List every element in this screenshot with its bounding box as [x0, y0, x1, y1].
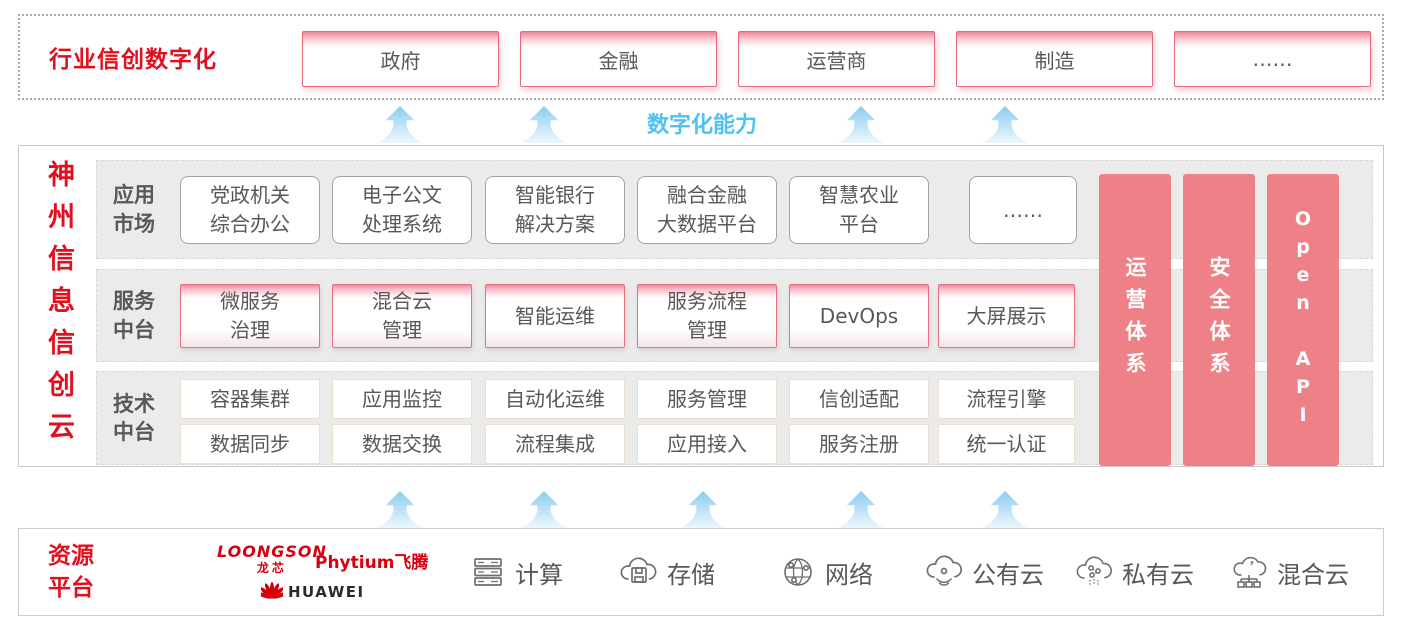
service-platform-label: 服务 中台 — [113, 289, 155, 342]
tech-box: 应用接入 — [637, 424, 777, 464]
resource-item-label: 混合云 — [1277, 560, 1349, 589]
resource-item-label: 私有云 — [1122, 560, 1194, 589]
industry-banner-title: 行业信创数字化 — [49, 47, 217, 73]
up-arrow-icon — [521, 491, 567, 529]
phytium-logo: Phytium飞腾 — [315, 548, 428, 573]
tech-box: 统一认证 — [938, 424, 1075, 464]
capability-label: 数字化能力 — [646, 113, 757, 138]
public-cloud-icon — [924, 553, 964, 591]
industry-box-government: 政府 — [302, 31, 499, 87]
industry-box-more: …… — [1174, 31, 1371, 87]
industry-box-manufacturing: 制造 — [956, 31, 1153, 87]
app-box: 智慧农业 平台 — [789, 176, 929, 244]
app-market-row: 应用 市场 党政机关 综合办公 电子公文 处理系统 智能银行 解决方案 融合金融… — [96, 160, 1373, 259]
service-box: 微服务 治理 — [180, 284, 320, 348]
huawei-logo: HUAWEI — [261, 581, 365, 603]
up-arrow-icon — [680, 491, 726, 529]
tech-box: 数据交换 — [332, 424, 472, 464]
up-arrow-icon — [377, 491, 423, 529]
resource-item-public-cloud: 公有云 — [924, 529, 1044, 615]
tech-platform-row: 技术 中台 容器集群 应用监控 自动化运维 服务管理 信创适配 流程引擎 数据同… — [96, 371, 1373, 465]
app-box: 融合金融 大数据平台 — [637, 176, 777, 244]
tech-platform-label: 技术 中台 — [113, 391, 155, 444]
industry-row: 政府 金融 运营商 制造 …… — [302, 31, 1371, 87]
tech-box: 自动化运维 — [485, 379, 625, 419]
tech-box: 应用监控 — [332, 379, 472, 419]
service-platform-row: 服务 中台 微服务 治理 混合云 管理 智能运维 服务流程 管理 DevOps … — [96, 269, 1373, 362]
app-box: 智能银行 解决方案 — [485, 176, 625, 244]
pillar-open-api: Open API — [1267, 174, 1339, 466]
industry-box-operator: 运营商 — [738, 31, 935, 87]
up-arrow-icon — [982, 491, 1028, 529]
tech-box: 数据同步 — [180, 424, 320, 464]
phytium-logo-text: Phytium飞腾 — [315, 553, 429, 573]
app-market-label: 应用 市场 — [113, 183, 155, 236]
hybrid-cloud-icon — [1229, 553, 1269, 591]
resource-item-label: 网络 — [825, 560, 873, 589]
pillar-operations-system: 运营体系 — [1099, 174, 1171, 466]
loongson-logo-text: LOONGSON — [217, 542, 327, 561]
resource-item-compute: 计算 — [469, 529, 563, 615]
resource-platform-label: 资源 平台 — [48, 542, 94, 601]
service-box: 服务流程 管理 — [637, 284, 777, 348]
up-arrow-icon — [521, 106, 567, 144]
up-arrow-icon — [838, 106, 884, 144]
resource-platform: 资源 平台 LOONGSON 龙芯 Phytium飞腾 HUAWEI — [18, 528, 1384, 616]
tech-box: 流程引擎 — [938, 379, 1075, 419]
pillar-security-system: 安全体系 — [1183, 174, 1255, 466]
service-box: DevOps — [789, 284, 929, 348]
loongson-logo-cn: 龙芯 — [256, 561, 287, 575]
tech-box: 流程集成 — [485, 424, 625, 464]
resource-item-hybrid-cloud: 混合云 — [1229, 529, 1349, 615]
loongson-logo: LOONGSON 龙芯 — [217, 542, 327, 576]
storage-icon — [619, 553, 659, 591]
compute-icon — [469, 553, 507, 591]
industry-banner: 行业信创数字化 政府 金融 运营商 制造 …… — [18, 14, 1384, 100]
platform-container: 神州信息信创云 应用 市场 党政机关 综合办公 电子公文 处理系统 智能银行 解… — [18, 145, 1384, 467]
app-box: 电子公文 处理系统 — [332, 176, 472, 244]
app-box: 党政机关 综合办公 — [180, 176, 320, 244]
resource-item-storage: 存储 — [619, 529, 715, 615]
resource-item-label: 计算 — [515, 560, 563, 589]
tech-box: 服务管理 — [637, 379, 777, 419]
up-arrow-icon — [982, 106, 1028, 144]
private-cloud-icon — [1074, 553, 1114, 591]
tech-box: 信创适配 — [789, 379, 929, 419]
resource-item-label: 公有云 — [972, 560, 1044, 589]
network-icon — [779, 553, 817, 591]
app-box-more: …… — [969, 176, 1077, 244]
resource-item-network: 网络 — [779, 529, 873, 615]
resource-item-private-cloud: 私有云 — [1074, 529, 1194, 615]
service-box: 智能运维 — [485, 284, 625, 348]
huawei-flower-icon — [261, 581, 283, 603]
tech-box: 容器集群 — [180, 379, 320, 419]
industry-box-finance: 金融 — [520, 31, 717, 87]
tech-box: 服务注册 — [789, 424, 929, 464]
service-box: 混合云 管理 — [332, 284, 472, 348]
up-arrow-icon — [838, 491, 884, 529]
huawei-logo-text: HUAWEI — [288, 583, 365, 601]
up-arrow-icon — [377, 106, 423, 144]
platform-title: 神州信息信创云 — [43, 160, 74, 454]
service-box: 大屏展示 — [938, 284, 1075, 348]
resource-item-label: 存储 — [667, 560, 715, 589]
